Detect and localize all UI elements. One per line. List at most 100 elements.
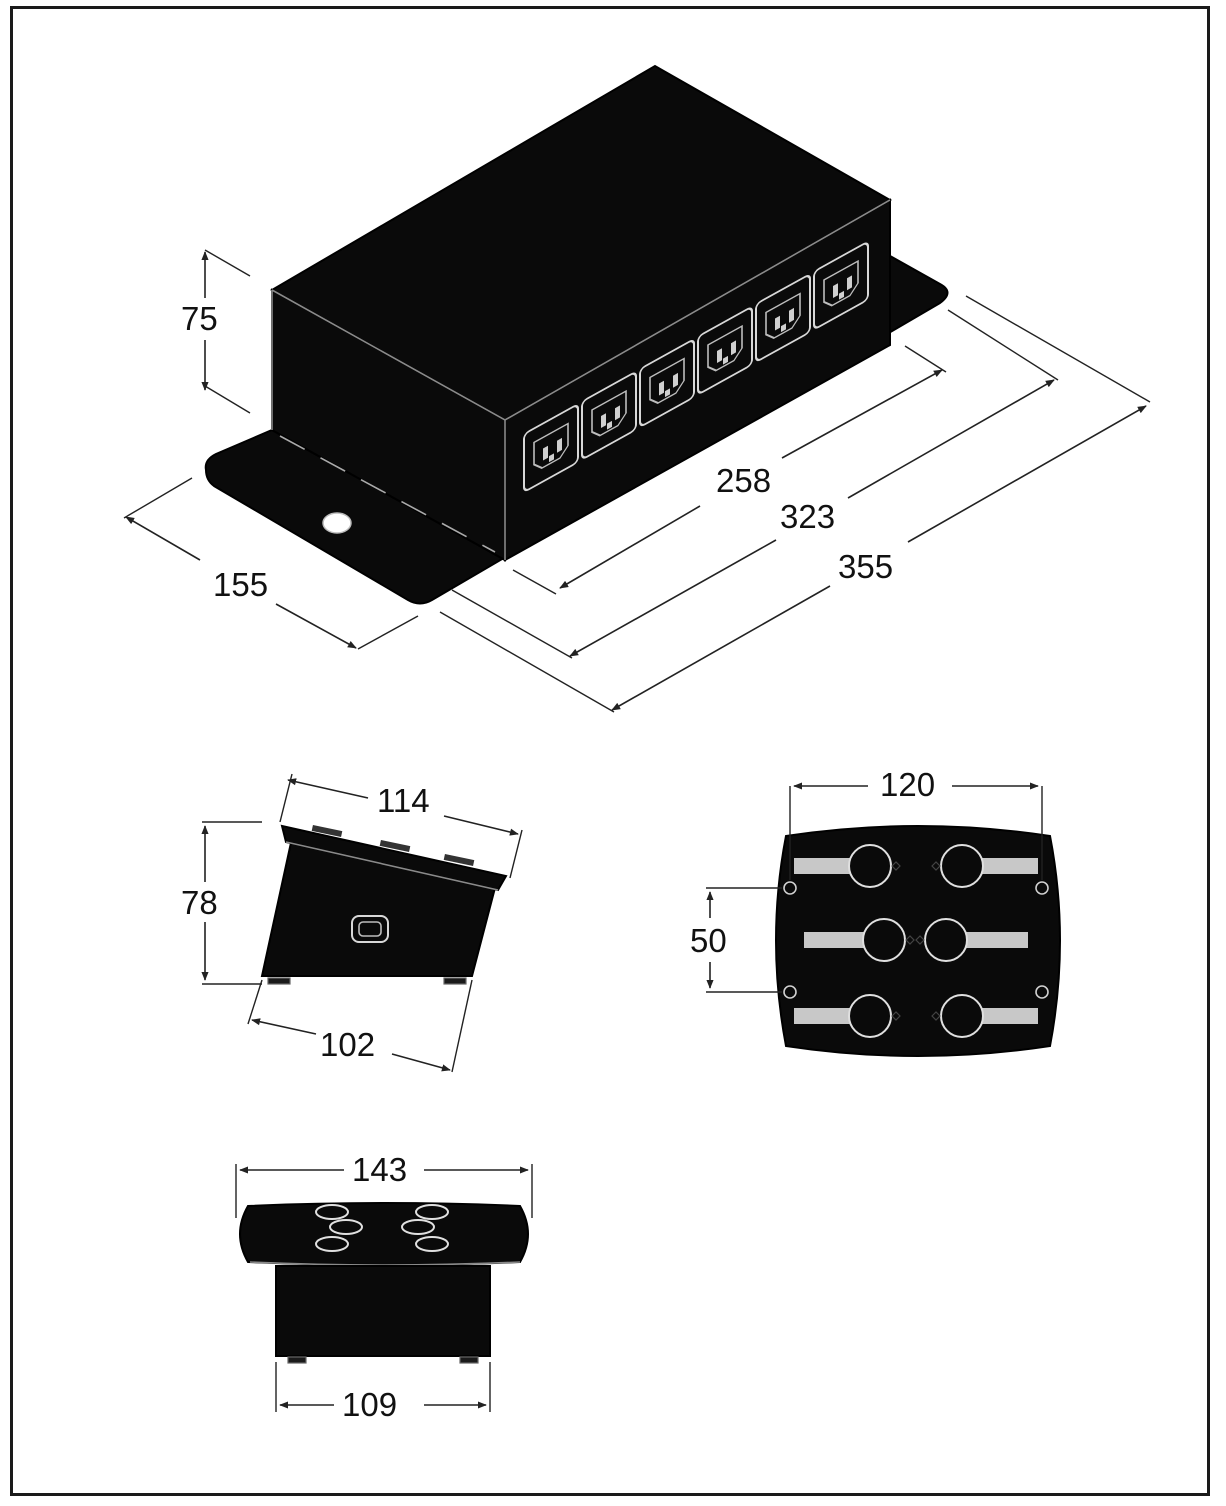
socket-pin [601,413,606,428]
bottom-diamond-mark [891,861,901,871]
socket-frame [581,372,637,459]
iec-socket-icon [523,404,579,492]
iso-dim-323-label: 323 [780,498,835,535]
side-view-tab-2 [379,839,411,853]
socket-recess [533,422,569,470]
side-view: 114 78 102 [181,773,523,1073]
iso-dim-258-label: 258 [716,462,771,499]
socket-pin [557,437,562,453]
socket-recess [765,292,801,340]
bottom-cable-hole [924,918,968,962]
end-view-knob-4 [415,1204,449,1220]
iso-base-flange [204,254,949,605]
side-dim-78-label: 78 [181,884,218,921]
bottom-label-bar [950,932,1028,948]
bottom-diamond-mark [891,1011,901,1021]
isometric-view: 75 155 258 323 355 [123,64,1151,713]
bottom-view-holes [794,844,1038,1038]
end-view-knob-2 [329,1219,363,1235]
side-dim-102-ext-right [451,979,473,1073]
socket-frame [697,307,753,394]
end-view-knob-3 [315,1236,349,1252]
bottom-cable-hole [940,844,984,888]
socket-recess [707,324,743,372]
iec-socket-icon [813,242,869,329]
bottom-label-bar [970,858,1038,874]
iso-dim-258-ext-right [904,345,947,373]
side-view-foot-right [443,977,467,985]
bottom-cable-hole [940,994,984,1038]
socket-pin [665,388,670,398]
iso-dim-75-ext-top [204,249,251,277]
iso-sockets [523,242,869,492]
bottom-mount-hole-top-right [1035,881,1049,895]
side-view-tab-1 [311,824,343,838]
bottom-dim-50-label: 50 [690,922,727,959]
iso-dim-258-line-left [559,505,701,589]
iso-dim-323-ext-right [947,309,1059,381]
iso-dim-155-ext-left [123,477,193,519]
end-view: 143 109 [235,1151,533,1423]
socket-recess [591,389,627,437]
socket-recess [823,259,859,307]
iec-socket-icon [697,307,753,394]
socket-frame [639,339,695,427]
bottom-diamond-mark [915,935,925,945]
side-dim-102-ext-left [247,979,263,1025]
socket-pin [543,445,548,461]
end-dim-109-label: 109 [342,1386,397,1423]
socket-frame [813,242,869,329]
iso-dim-258-line-right [781,369,943,459]
iso-dim-155-line-left [125,516,201,561]
end-view-body [275,1265,491,1357]
end-view-flange [239,1202,529,1266]
end-dim-143-label: 143 [352,1151,407,1188]
side-dim-102-line-right [391,1053,451,1072]
side-view-top-plate-edge [285,841,499,891]
socket-pin [723,355,728,365]
side-view-inlet-outer [351,915,389,943]
bottom-diamond-mark [931,1011,941,1021]
socket-pin [717,348,722,363]
end-view-knob-5 [401,1219,435,1235]
bottom-view-plate [775,825,1061,1057]
bottom-mount-hole-bottom-left [783,985,797,999]
iso-dim-323-ext-left [451,589,573,659]
iec-socket-icon [639,339,695,427]
socket-pin [789,307,794,323]
iso-dim-258-ext-left [512,569,557,595]
side-view-foot-left [267,977,291,985]
bottom-cable-hole [848,994,892,1038]
socket-frame [755,274,811,362]
side-dim-114-line-right [443,815,519,836]
side-dim-114-ext-right [509,829,523,879]
bottom-mount-hole-top-left [783,881,797,895]
iec-socket-icon [755,274,811,362]
iec-socket-icon [581,372,637,459]
iso-dim-155-ext-right [357,615,419,650]
end-view-flange-edge [249,1261,521,1266]
iso-dim-355-ext-right [965,295,1151,403]
iso-edge-highlights [271,199,891,560]
side-view-tab-3 [443,853,475,867]
socket-frame [523,404,579,492]
side-dim-102-line-left [251,1018,317,1035]
iso-dim-323-line-left [569,539,777,657]
iso-dim-355-ext-left [439,611,615,713]
socket-pin [731,340,736,356]
side-dim-114-label: 114 [377,782,430,819]
socket-pin [549,453,554,463]
iso-dim-355-label: 355 [838,548,893,585]
bottom-diamond-mark [931,861,941,871]
bottom-view: 120 50 [690,766,1061,1057]
end-view-knob-6 [415,1236,449,1252]
bottom-mount-hole-bottom-right [1035,985,1049,999]
page-frame [10,6,1210,1496]
end-view-foot-right [459,1356,479,1364]
bottom-cable-hole [848,844,892,888]
bottom-diamond-mark [905,935,915,945]
iso-dim-75-label: 75 [181,300,218,337]
socket-pin [781,323,786,333]
bottom-dim-120-label: 120 [880,766,935,803]
